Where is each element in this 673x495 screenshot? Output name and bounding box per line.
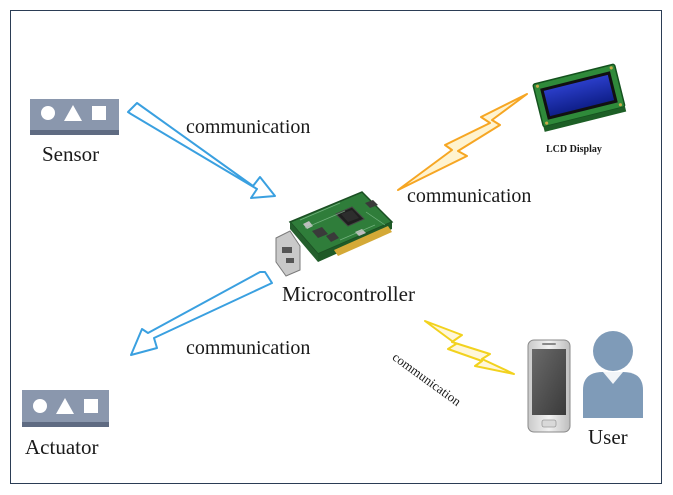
link-label-microcontroller-to-actuator: communication [186,337,311,359]
lcd-display-icon [532,63,627,132]
sensor-icon [30,99,119,135]
lcd-display-label: LCD Display [546,144,602,155]
arrow-microcontroller-to-actuator [130,271,273,356]
sensor-label: Sensor [42,142,100,166]
lightning-bolt-to-lcd [397,93,528,191]
arrow-sensor-to-microcontroller [127,102,276,199]
diagram-frame [10,10,662,484]
lightning-bolt-to-user [424,320,515,375]
link-label-sensor-to-microcontroller: communication [186,116,311,138]
user-icon [583,331,643,418]
user-label: User [588,425,628,449]
smartphone-icon [527,339,571,433]
microcontroller-board-icon [275,191,394,277]
microcontroller-label: Microcontroller [282,282,415,306]
link-label-microcontroller-to-lcd: communication [407,185,532,207]
actuator-icon [22,390,109,427]
actuator-label: Actuator [25,435,99,459]
